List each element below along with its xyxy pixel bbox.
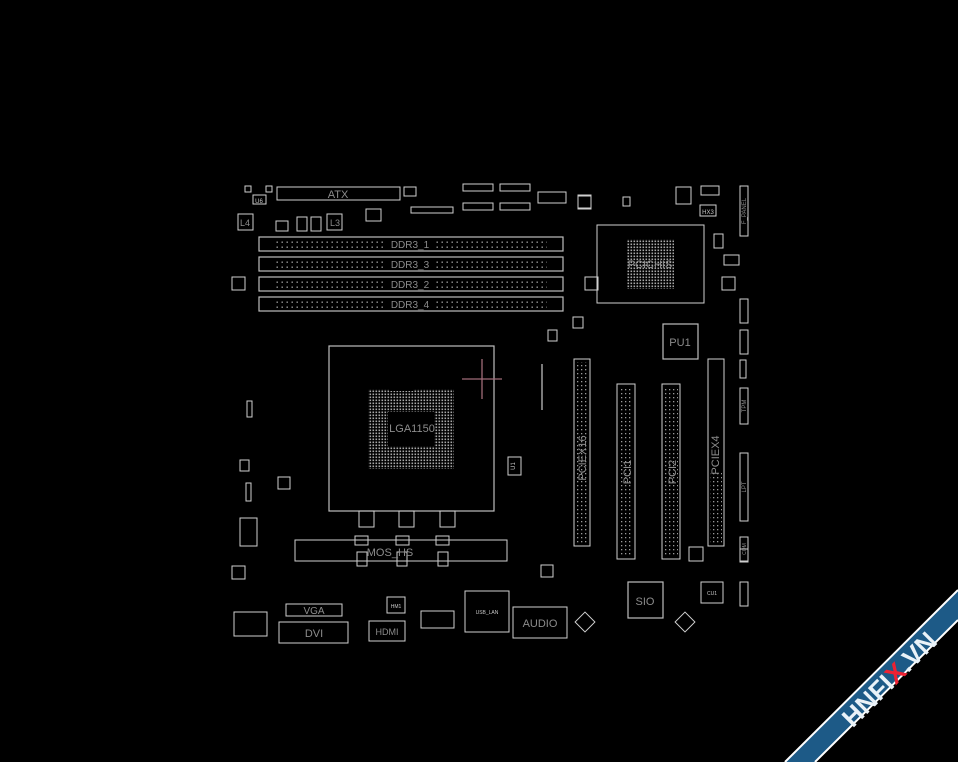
usb-lan-connector[interactable]: USB_LAN [464,590,510,633]
svg-text:PU1: PU1 [669,337,690,349]
svg-text:SIO: SIO [636,596,655,608]
svg-text:HDMI: HDMI [376,627,399,637]
pci1-slot[interactable]: PCI1 [616,383,636,560]
ddr-slot-2[interactable]: DDR3_2 [258,276,564,292]
svg-text:VGA: VGA [303,606,324,617]
svg-text:LPT: LPT [742,481,748,492]
cpu-socket[interactable]: LGA1150 [328,345,495,528]
svg-text:MOS_HS: MOS_HS [367,547,413,559]
pu1-chip[interactable]: PU1 [662,323,699,360]
pciex16-slot[interactable]: PCIEX16 [573,358,591,547]
hdmi-connector[interactable]: HDMI [368,620,406,642]
atx-connector[interactable]: ATX [276,186,401,201]
pch-chipset[interactable]: PCICHIS [596,224,705,304]
ps2-connector[interactable] [233,611,268,637]
svg-text:L4: L4 [240,218,250,228]
sio-chip[interactable]: SIO [627,581,664,619]
ddr-slot-4[interactable]: DDR3_4 [258,296,564,312]
pci2-slot[interactable]: PCI2 [661,383,681,560]
vga-connector[interactable]: VGA [285,603,343,617]
svg-text:DDR3_1: DDR3_1 [391,240,430,251]
svg-text:L3: L3 [330,218,340,228]
ddr-slot-3[interactable]: DDR3_3 [258,256,564,272]
svg-text:CU1: CU1 [707,591,717,597]
svg-text:DDR3_4: DDR3_4 [391,300,430,311]
svg-text:ATX: ATX [328,189,349,201]
svg-text:HM1: HM1 [391,604,402,610]
svg-text:U1: U1 [511,462,517,470]
mounting-hole [574,611,596,633]
top-left-components: U6 L4 L3 [231,183,592,580]
com-header[interactable]: COM [739,536,749,562]
svg-text:TPM: TPM [742,400,748,413]
pciex4-slot[interactable]: PCIEX4 [707,358,725,547]
svg-text:DDR3_3: DDR3_3 [391,260,430,271]
svg-text:F_PANEL: F_PANEL [742,197,748,224]
f-panel-header[interactable]: F_PANEL [739,185,749,237]
tpm-header[interactable]: TPM [739,387,749,425]
svg-text:AUDIO: AUDIO [523,618,558,630]
svg-text:USB_LAN: USB_LAN [476,610,499,616]
svg-text:PCI2: PCI2 [667,460,679,484]
svg-text:DVI: DVI [305,628,323,640]
svg-text:LGA1150: LGA1150 [389,423,435,435]
component [540,564,554,578]
audio-connector[interactable]: AUDIO [512,606,568,639]
dvi-connector[interactable]: DVI [278,621,349,644]
lpt-header[interactable]: LPT [739,452,749,522]
usb-connector[interactable] [420,610,455,629]
cu1-chip: CU1 [700,581,724,604]
svg-text:U6: U6 [255,199,263,205]
component [688,546,704,562]
crosshair-cursor [462,359,502,399]
svg-text:HX3: HX3 [702,210,714,216]
svg-text:PCIEX16: PCIEX16 [577,435,589,480]
svg-text:COM: COM [742,543,748,555]
u1-chip[interactable]: U1 [507,456,522,476]
svg-text:PCICHIS: PCICHIS [628,259,673,271]
svg-text:PCI1: PCI1 [622,460,634,484]
mos-heatsink[interactable]: MOS_HS [294,535,508,567]
pch-area-components: HX3 [547,185,740,342]
mounting-hole [674,611,696,633]
ddr-slot-1[interactable]: DDR3_1 [258,236,564,252]
svg-text:DDR3_2: DDR3_2 [391,280,430,291]
hm1-chip: HM1 [386,596,406,614]
svg-text:PCIEX4: PCIEX4 [710,435,722,474]
